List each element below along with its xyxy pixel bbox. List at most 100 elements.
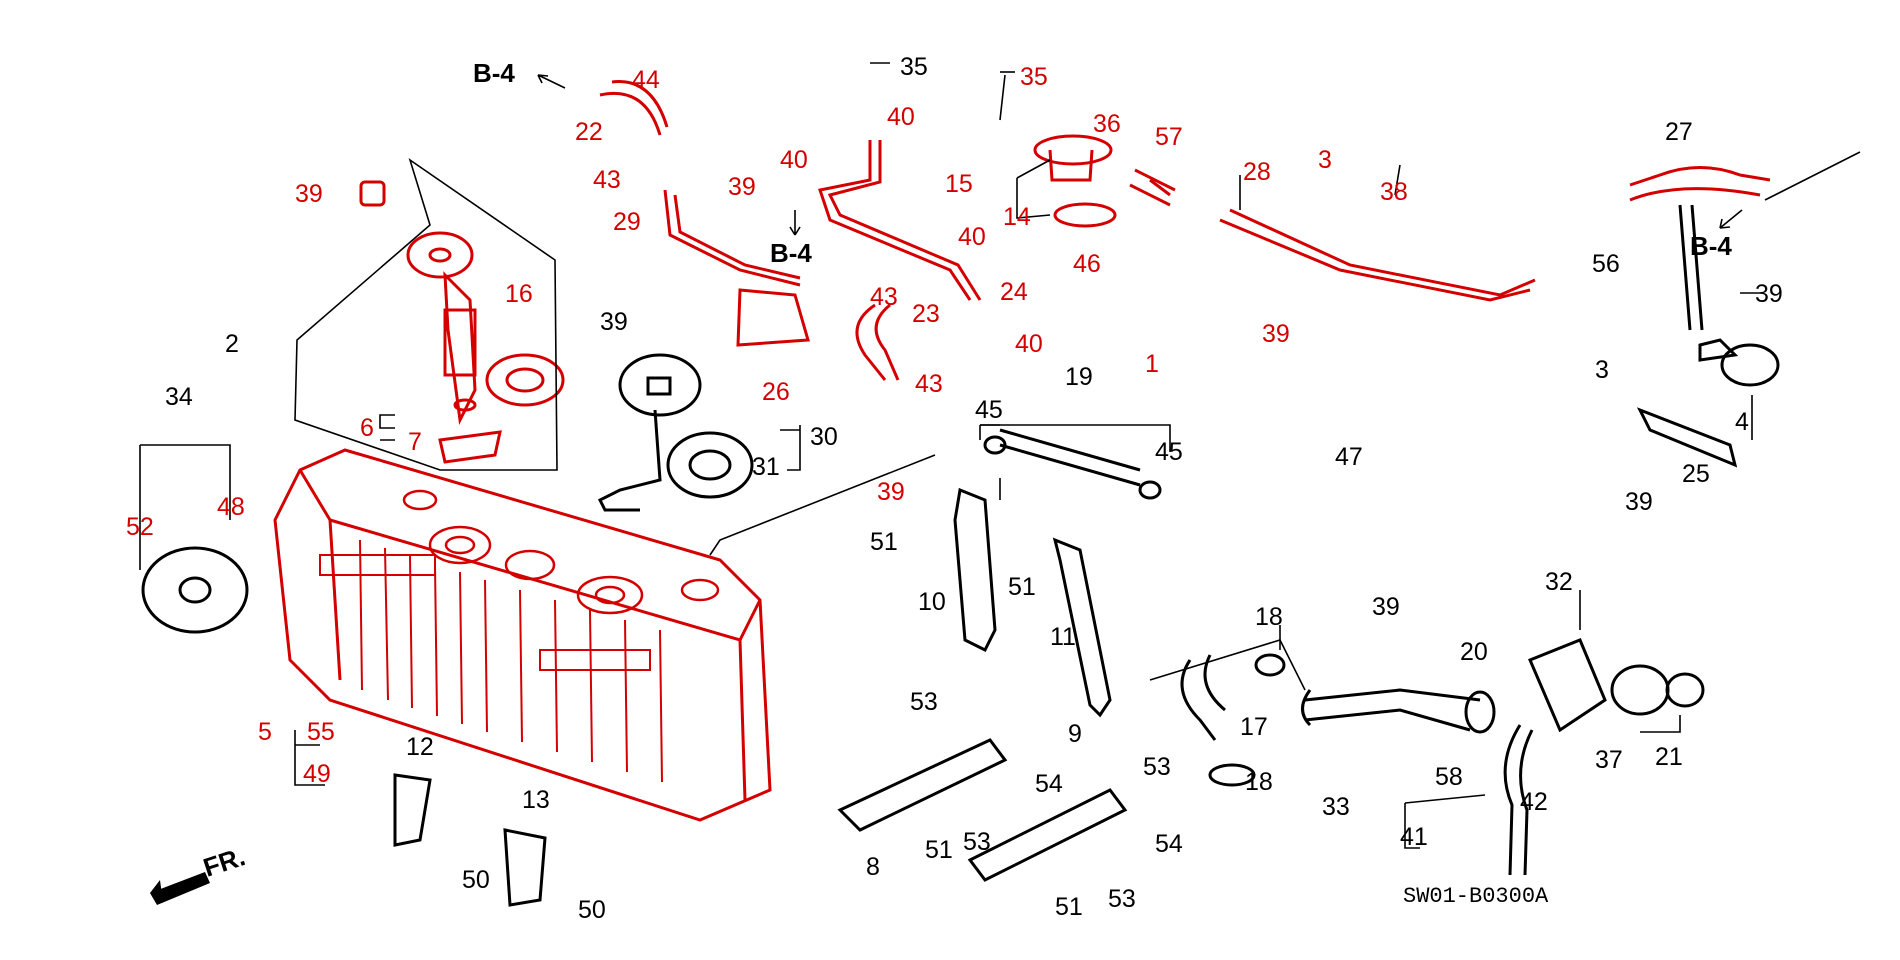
- label-40d: 40: [1015, 330, 1043, 358]
- label-39g: 39: [1755, 280, 1783, 308]
- label-51d: 51: [1055, 893, 1083, 921]
- label-28: 28: [1243, 158, 1271, 186]
- label-10: 10: [918, 588, 946, 616]
- label-27: 27: [1665, 118, 1693, 146]
- label-23: 23: [912, 300, 940, 328]
- front-indicator-label: FR.: [200, 841, 249, 882]
- label-40a: 40: [887, 103, 915, 131]
- part-labels: 44 22 43 39 29 39 40 40 35 35 36 57 3 28…: [126, 53, 1783, 924]
- tank-straps: [141, 487, 1128, 907]
- label-40b: 40: [780, 146, 808, 174]
- label-36: 36: [1093, 110, 1121, 138]
- label-39e: 39: [600, 308, 628, 336]
- label-20: 20: [1460, 638, 1488, 666]
- label-52: 52: [126, 513, 154, 541]
- label-48: 48: [217, 493, 245, 521]
- label-46: 46: [1073, 250, 1101, 278]
- label-22: 22: [575, 118, 603, 146]
- label-43a: 43: [593, 166, 621, 194]
- label-18a: 18: [1255, 603, 1283, 631]
- label-55: 55: [307, 718, 335, 746]
- front-indicator: FR.: [150, 841, 249, 905]
- label-53c: 53: [963, 828, 991, 856]
- label-37: 37: [1595, 746, 1623, 774]
- label-14: 14: [1003, 203, 1031, 231]
- label-49: 49: [303, 760, 331, 788]
- label-50b: 50: [578, 896, 606, 924]
- label-39b: 39: [728, 173, 756, 201]
- label-43c: 43: [915, 370, 943, 398]
- label-12: 12: [406, 733, 434, 761]
- fuel-sender: [597, 353, 754, 512]
- label-51b: 51: [1008, 573, 1036, 601]
- ref-b4-c: B-4: [1690, 231, 1732, 261]
- label-32: 32: [1545, 568, 1573, 596]
- label-8: 8: [866, 853, 880, 881]
- label-51c: 51: [925, 836, 953, 864]
- label-30: 30: [810, 423, 838, 451]
- label-54a: 54: [1035, 770, 1063, 798]
- label-54b: 54: [1155, 830, 1183, 858]
- label-33: 33: [1322, 793, 1350, 821]
- label-44: 44: [632, 66, 660, 94]
- ref-b4-a: B-4: [473, 58, 515, 88]
- label-35b: 35: [1020, 63, 1048, 91]
- label-7: 7: [408, 428, 422, 456]
- label-1: 1: [1145, 350, 1159, 378]
- label-58: 58: [1435, 763, 1463, 791]
- label-47: 47: [1335, 443, 1363, 471]
- label-18b: 18: [1245, 768, 1273, 796]
- label-45b: 45: [1155, 438, 1183, 466]
- label-11: 11: [1050, 623, 1076, 651]
- leader-lines: [139, 62, 1861, 849]
- label-3a: 3: [1318, 146, 1332, 174]
- label-19: 19: [1065, 363, 1093, 391]
- label-51a: 51: [870, 528, 898, 556]
- reference-markers: B-4 B-4 B-4: [473, 58, 1743, 268]
- label-40c: 40: [958, 223, 986, 251]
- label-3b: 3: [1595, 356, 1609, 384]
- label-13: 13: [522, 786, 550, 814]
- label-5: 5: [258, 718, 272, 746]
- label-41: 41: [1400, 823, 1428, 851]
- label-15: 15: [945, 170, 973, 198]
- label-39c: 39: [1262, 320, 1290, 348]
- label-43b: 43: [870, 283, 898, 311]
- diagram-code: SW01-B0300A: [1403, 884, 1549, 909]
- label-57: 57: [1155, 123, 1183, 151]
- label-2: 2: [225, 330, 239, 358]
- label-35a: 35: [900, 53, 928, 81]
- fuel-pump-assembly: [294, 158, 565, 471]
- label-53a: 53: [910, 688, 938, 716]
- charcoal-canister: [1636, 204, 1780, 468]
- label-39f: 39: [1372, 593, 1400, 621]
- label-42: 42: [1520, 788, 1548, 816]
- label-24: 24: [1000, 278, 1028, 306]
- label-26: 26: [762, 378, 790, 406]
- label-6: 6: [360, 414, 374, 442]
- label-53d: 53: [1108, 885, 1136, 913]
- label-9: 9: [1068, 720, 1082, 748]
- label-39a: 39: [295, 180, 323, 208]
- label-25: 25: [1682, 460, 1710, 488]
- label-4: 4: [1735, 408, 1749, 436]
- filler-pipes: [983, 428, 1705, 876]
- vent-lines: [599, 80, 1771, 381]
- label-39d: 39: [877, 478, 905, 506]
- label-50a: 50: [462, 866, 490, 894]
- label-31: 31: [752, 453, 780, 481]
- label-39h: 39: [1625, 488, 1653, 516]
- label-53b: 53: [1143, 753, 1171, 781]
- label-45a: 45: [975, 396, 1003, 424]
- label-21: 21: [1655, 743, 1683, 771]
- label-34: 34: [165, 383, 193, 411]
- label-38: 38: [1380, 178, 1408, 206]
- label-16: 16: [505, 280, 533, 308]
- ref-b4-b: B-4: [770, 238, 812, 268]
- fuel-tank: [273, 448, 772, 822]
- label-17: 17: [1240, 713, 1268, 741]
- label-29: 29: [613, 208, 641, 236]
- label-56: 56: [1592, 250, 1620, 278]
